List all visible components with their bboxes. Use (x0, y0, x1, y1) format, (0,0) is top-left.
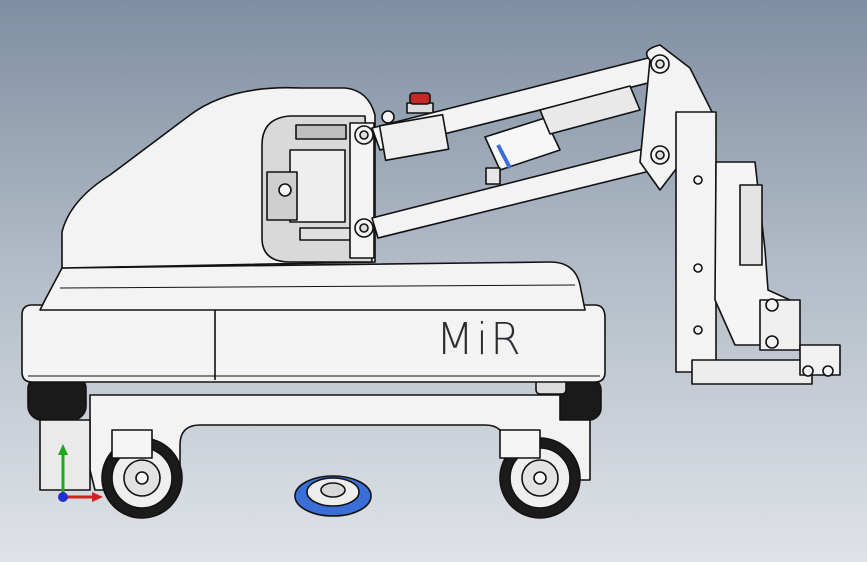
emergency-stop-button[interactable] (406, 92, 434, 114)
coordinate-triad (58, 444, 103, 502)
internal-mechanism (266, 122, 375, 259)
front-caster-wheel (499, 429, 581, 519)
mir-logo: MiR (436, 314, 523, 365)
upper-deck (39, 261, 586, 311)
gripper-assembly (675, 111, 841, 385)
rear-caster-wheel (101, 429, 183, 519)
side-panel (21, 304, 606, 383)
linear-actuator (484, 85, 641, 185)
drive-wheel (294, 475, 372, 517)
